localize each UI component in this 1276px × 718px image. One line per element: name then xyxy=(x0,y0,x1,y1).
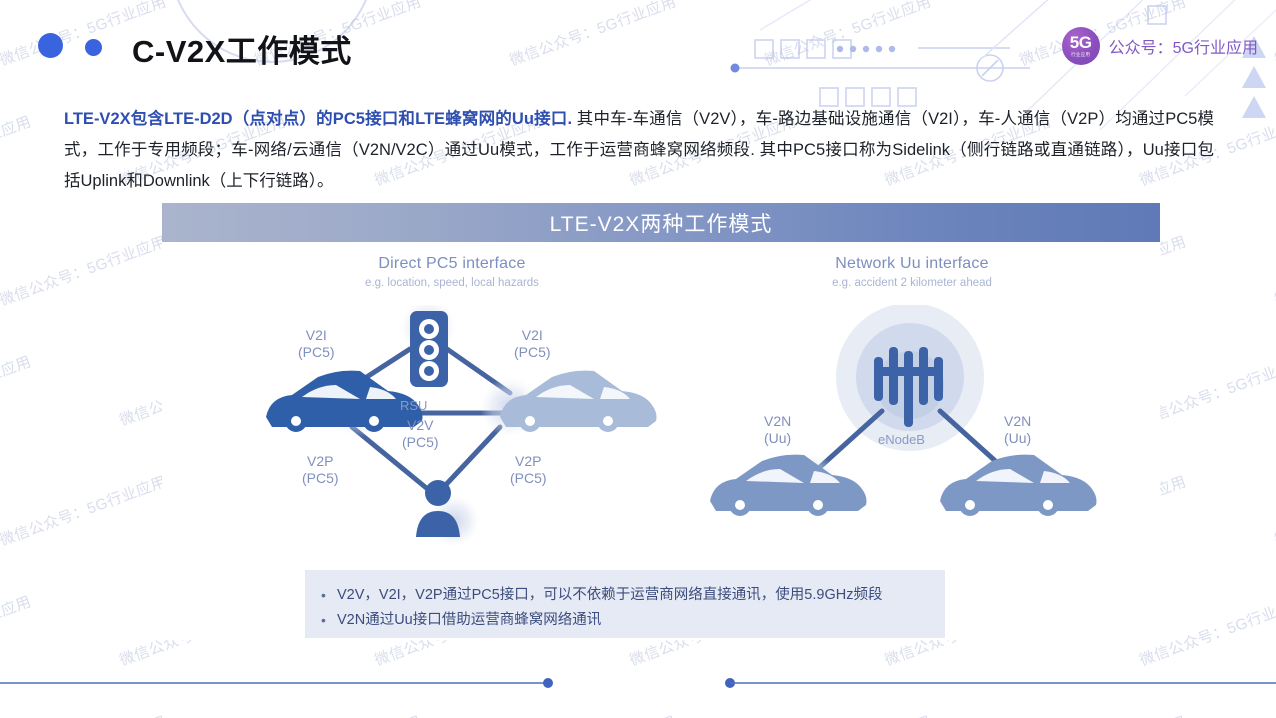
5g-logo-icon: 5G 行业应用 xyxy=(1061,27,1100,65)
brand-badge-sub: 行业应用 xyxy=(1071,52,1091,58)
title-dot-large xyxy=(38,33,63,58)
car-right-shape xyxy=(500,370,657,427)
bullet-item: • V2V，V2I，V2P通过PC5接口，可以不依赖于运营商网络直接通讯，使用5… xyxy=(321,583,945,608)
diagram-left-half: Direct PC5 interface e.g. location, spee… xyxy=(242,255,662,555)
title-dot-small xyxy=(85,39,102,56)
car-uu-left-shape xyxy=(710,454,867,511)
diagram-title: LTE-V2X两种工作模式 xyxy=(549,212,773,236)
bullet-text: V2N通过Uu接口借助运营商蜂窝网络通讯 xyxy=(337,612,602,628)
bullet-text: V2V，V2I，V2P通过PC5接口，可以不依赖于运营商网络直接通讯，使用5.9… xyxy=(337,587,883,603)
bullet-marker: • xyxy=(321,612,326,628)
brand-badge-main: 5G xyxy=(1069,33,1092,53)
label-v2i-left: V2I(PC5) xyxy=(298,327,335,360)
brand-block: 5G 行业应用 公众号：5G行业应用 xyxy=(1061,27,1258,65)
car-uu-right-shape xyxy=(940,454,1097,511)
paragraph-body: 其中车-车通信（V2V），车-路边基础设施通信（V2I），车-人通信（V2P）均… xyxy=(64,110,1214,190)
diagram-panel: LTE-V2X两种工作模式 Direct PC5 interface e.g. … xyxy=(162,203,1160,640)
label-v2p-right: V2P(PC5) xyxy=(510,453,547,486)
bullet-item: • V2N通过Uu接口借助运营商蜂窝网络通讯 xyxy=(321,608,945,633)
paragraph-lead: LTE-V2X包含LTE-D2D（点对点）的PC5接口和LTE蜂窝网的Uu接口. xyxy=(64,110,573,128)
rsu-traffic-light-icon xyxy=(410,311,448,387)
enodeb-tower-icon xyxy=(874,347,943,427)
left-panel-subtitle: e.g. location, speed, local hazards xyxy=(365,277,539,289)
page-title: C-V2X工作模式 xyxy=(132,34,352,69)
label-v2v: V2V(PC5) xyxy=(402,417,439,450)
label-v2n-right: V2N(Uu) xyxy=(1004,413,1032,446)
brand-label: 公众号：5G行业应用 xyxy=(1108,40,1258,57)
label-v2p-left: V2P(PC5) xyxy=(302,453,339,486)
left-panel-title: Direct PC5 interface xyxy=(378,255,526,272)
bullet-box: • V2V，V2I，V2P通过PC5接口，可以不依赖于运营商网络直接通讯，使用5… xyxy=(305,570,945,638)
right-panel-subtitle: e.g. accident 2 kilometer ahead xyxy=(832,277,992,289)
pc5-illustration: V2I(PC5) V2I(PC5) RSU V2V(PC5) V2P(PC5) … xyxy=(242,305,662,555)
label-v2n-left: V2N(Uu) xyxy=(764,413,792,446)
slide-header: C-V2X工作模式 5G 行业应用 公众号：5G行业应用 xyxy=(0,0,1276,92)
left-panel-heading: Direct PC5 interface e.g. location, spee… xyxy=(242,255,662,289)
intro-paragraph: LTE-V2X包含LTE-D2D（点对点）的PC5接口和LTE蜂窝网的Uu接口.… xyxy=(64,104,1214,197)
right-panel-heading: Network Uu interface e.g. accident 2 kil… xyxy=(702,255,1122,289)
diagram-title-bar: LTE-V2X两种工作模式 xyxy=(162,203,1160,242)
label-enodeb: eNodeB xyxy=(878,432,925,447)
label-v2i-right: V2I(PC5) xyxy=(514,327,551,360)
label-rsu: RSU xyxy=(400,398,428,413)
footer-divider xyxy=(0,678,1276,688)
bullet-marker: • xyxy=(321,587,326,603)
diagram-right-half: Network Uu interface e.g. accident 2 kil… xyxy=(702,255,1122,555)
uu-illustration: V2N(Uu) V2N(Uu) eNodeB xyxy=(702,305,1122,555)
car-left-shape xyxy=(266,370,423,427)
right-panel-title: Network Uu interface xyxy=(835,255,989,272)
pedestrian-icon xyxy=(416,480,460,537)
